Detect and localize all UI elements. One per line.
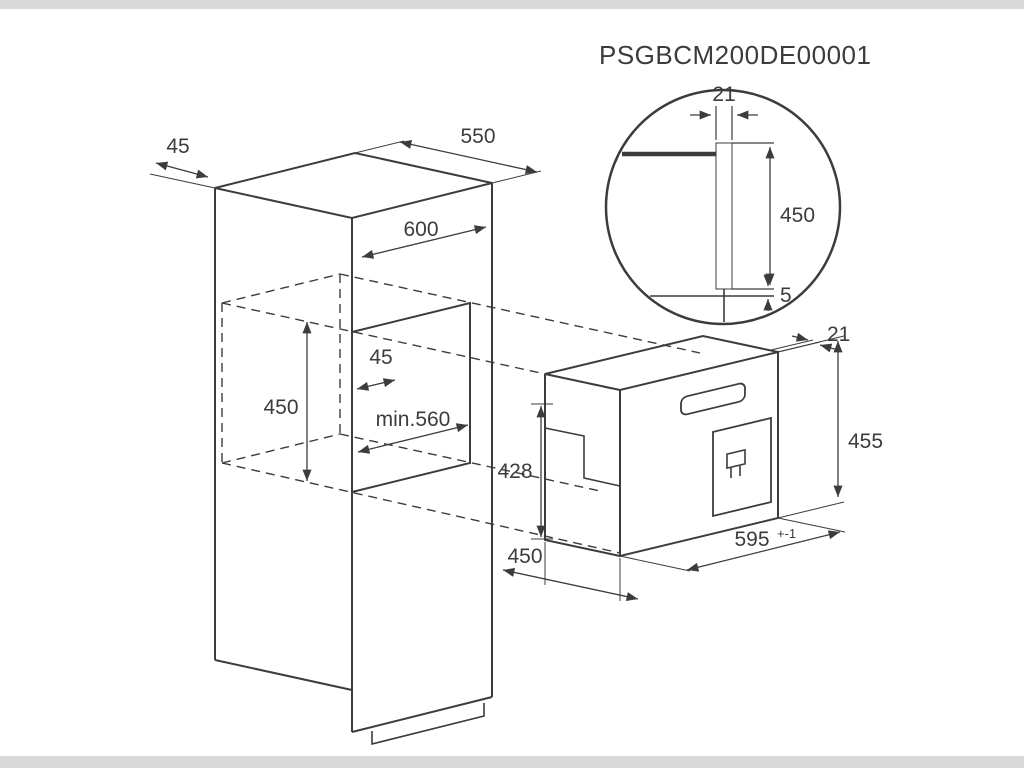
dim-detail-thickness-label: 21	[712, 83, 735, 106]
dim-appliance-body-height	[531, 403, 553, 540]
cabinet-outline	[214, 151, 493, 746]
dim-niche-front-offset	[356, 378, 396, 391]
dim-appliance-body-depth-label: 450	[507, 545, 542, 568]
drawing-title: PSGBCM200DE00001	[599, 40, 871, 70]
dim-cabinet-depth-label: 550	[460, 125, 495, 148]
dim-detail-thickness	[690, 106, 758, 140]
dim-appliance-front-width-label: 595	[734, 528, 769, 551]
detail-view: 21 450 5	[604, 83, 842, 326]
dim-cabinet-width	[361, 225, 487, 259]
dim-cabinet-width-label: 600	[403, 218, 438, 241]
appliance-front-face	[619, 350, 779, 558]
appliance-side-face	[544, 374, 621, 557]
dim-niche-front-offset-label: 45	[369, 346, 392, 369]
appliance-drawing	[544, 334, 779, 558]
dim-appliance-front-width	[619, 517, 846, 572]
dim-cabinet-top-clearance-label: 45	[166, 135, 189, 158]
cabinet-side-bottom-edge	[214, 659, 353, 691]
appliance-spout	[726, 448, 746, 470]
cabinet-roof	[214, 151, 493, 220]
dim-appliance-front-width-tolerance: +-1	[777, 526, 796, 541]
appliance-top-face	[544, 334, 779, 391]
dim-detail-height-label: 450	[780, 204, 815, 227]
cabinet-plinth	[371, 703, 485, 746]
dim-appliance-front-height-label: 455	[848, 430, 883, 453]
appliance-dispenser-panel	[712, 416, 772, 518]
dim-niche-height-label: 450	[263, 396, 298, 419]
dim-appliance-front-overhang-label: 21	[827, 323, 850, 346]
detail-front-panel	[715, 142, 733, 290]
dim-cabinet-top-clearance	[149, 161, 216, 189]
dim-appliance-front-height	[777, 335, 845, 519]
dim-detail-gap-label: 5	[780, 284, 792, 307]
niche-opening	[351, 301, 471, 493]
dim-appliance-body-height-label: 428	[497, 460, 532, 483]
letterbox-bottom	[0, 756, 1024, 768]
appliance-display	[680, 382, 746, 416]
appliance-side-step	[544, 427, 621, 487]
detail-circle	[604, 88, 842, 326]
cabinet-front-bottom-edge	[351, 696, 493, 733]
dim-niche-min-width	[357, 423, 469, 454]
dim-niche-min-width-label: min.560	[376, 408, 451, 431]
cabinet-drawing	[214, 151, 493, 746]
letterbox-top	[0, 0, 1024, 9]
appliance-spout-nozzles	[730, 466, 741, 478]
dim-cabinet-depth	[354, 139, 542, 184]
dim-appliance-body-depth	[502, 542, 639, 602]
dim-detail-height	[732, 142, 775, 285]
